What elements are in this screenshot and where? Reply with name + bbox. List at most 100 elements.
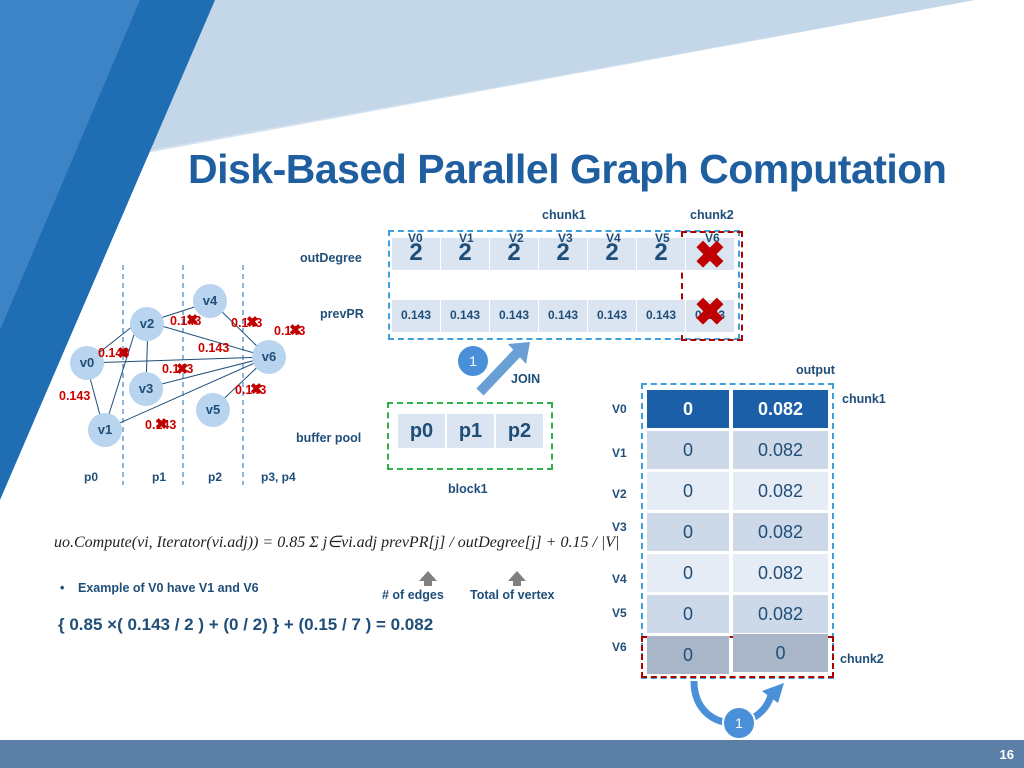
- prevpr-cell: 0.143: [588, 300, 637, 332]
- chunk2-label: chunk2: [690, 208, 734, 222]
- edge-weight-label: 0.143: [162, 362, 194, 376]
- calculation-text: { 0.85 ×( 0.143 / 2 ) + (0 / 2) } + (0.1…: [58, 615, 434, 634]
- output-cell: 0: [647, 431, 729, 469]
- output-vertex-label: V2: [612, 487, 627, 501]
- red-x-icon: ✖: [694, 235, 726, 277]
- outdegree-cell: 2: [539, 238, 588, 270]
- output-vertex-label: V4: [612, 572, 627, 586]
- up-arrow-stem: [513, 580, 521, 586]
- x-mark-icon: ✖: [289, 322, 302, 339]
- red-x-icon: ✖: [694, 292, 726, 334]
- up-arrow-icon: [419, 571, 437, 581]
- edge-weight-label: 0.143: [145, 418, 177, 432]
- x-mark-icon: ✖: [246, 314, 259, 331]
- x-mark-icon: ✖: [186, 312, 199, 329]
- edge-weight-label: 0.143: [170, 314, 202, 328]
- graph-node: v5: [196, 393, 230, 427]
- output-cell: 0.082: [733, 431, 828, 469]
- output-cell: 0.082: [733, 390, 828, 428]
- edges-annotation: # of edges: [382, 588, 444, 602]
- graph-node-label: v2: [139, 316, 155, 331]
- edge-weight-label: 0.143: [235, 383, 267, 397]
- buffer-page-label: p2: [507, 420, 532, 442]
- block-label: block1: [448, 482, 488, 496]
- graph-node: v2: [130, 307, 164, 341]
- output-vertex-label: V1: [612, 446, 627, 460]
- outdegree-cell: 2: [588, 238, 637, 270]
- x-mark-icon: ✖: [250, 381, 263, 398]
- output-cell: 0.082: [733, 472, 828, 510]
- prevpr-cell: 0.143: [441, 300, 490, 332]
- pagerank-formula: uo.Compute(vi, Iterator(vi.adj)) = 0.85 …: [54, 534, 620, 551]
- graph-node-label: v1: [97, 422, 113, 437]
- outdegree-cell: 2: [490, 238, 539, 270]
- buffer-page: p1: [447, 414, 494, 448]
- outdegree-cell: 2: [392, 238, 441, 270]
- buffer-page-label: p1: [458, 420, 483, 442]
- edge-weight-label: 0.143: [98, 346, 130, 360]
- edge-weight-label: 0.143: [198, 341, 230, 355]
- output-cell: 0: [647, 390, 729, 428]
- output-cell: 0: [647, 636, 729, 674]
- bullet-dot: •: [60, 581, 65, 595]
- graph-node-label: v3: [138, 381, 154, 396]
- buffer-pool-border: [387, 402, 553, 470]
- slide-title: Disk-Based Parallel Graph Computation: [188, 146, 947, 192]
- edge-weight-label: 0.143: [274, 324, 306, 338]
- prevpr-cell: 0.143: [490, 300, 539, 332]
- vertex-header-label: V5: [655, 231, 670, 245]
- step-1-badge: 1: [456, 344, 490, 378]
- output-chunk2-label: chunk2: [840, 652, 884, 666]
- example-bullet-text: Example of V0 have V1 and V6: [78, 581, 259, 595]
- output-label: output: [796, 363, 835, 377]
- output-cell: 0.082: [733, 554, 828, 592]
- output-cell: 0: [647, 513, 729, 551]
- output-vertex-label: V0: [612, 402, 627, 416]
- step-1-badge-bottom: 1: [722, 706, 756, 740]
- buffer-pool-label: buffer pool: [296, 431, 362, 445]
- edge-weight-label: 0.143: [231, 316, 263, 330]
- graph-node-label: v4: [202, 293, 218, 308]
- output-cell: 0: [647, 554, 729, 592]
- vertex-table-chunk2-border: [681, 231, 743, 341]
- prevpr-cell: 0.143: [637, 300, 686, 332]
- output-cell: 0.082: [733, 595, 828, 633]
- graph-node: v6: [252, 340, 286, 374]
- graph-node: v4: [193, 284, 227, 318]
- join-label: JOIN: [511, 372, 541, 386]
- output-vertex-label: V3: [612, 520, 627, 534]
- vertex-header-label: V3: [558, 231, 573, 245]
- output-vertex-label: V6: [612, 640, 627, 654]
- vertex-header-label: V1: [459, 231, 474, 245]
- vertex-header-label: V2: [509, 231, 524, 245]
- x-mark-icon: ✖: [117, 345, 130, 362]
- prevpr-row-label: prevPR: [320, 307, 364, 321]
- graph-node: v1: [88, 413, 122, 447]
- vertex-header-label: V0: [408, 231, 423, 245]
- footer-bar: [0, 740, 1024, 768]
- up-arrow-stem: [424, 580, 432, 586]
- buffer-page: p0: [398, 414, 445, 448]
- buffer-page: p2: [496, 414, 543, 448]
- graph-node-label: v0: [79, 355, 95, 370]
- x-mark-icon: ✖: [155, 416, 168, 433]
- x-mark-icon: ✖: [176, 361, 189, 378]
- vertex-header-label: V6: [705, 231, 720, 245]
- output-cell: 0: [647, 595, 729, 633]
- vertex-table-chunk1-border: [388, 230, 740, 340]
- edge-weight-label: 0.143: [59, 389, 91, 403]
- page-number: 16: [999, 747, 1014, 762]
- graph-node: v3: [129, 372, 163, 406]
- outdegree-row-label: outDegree: [300, 251, 362, 265]
- output-vertex-label: V5: [612, 606, 627, 620]
- vertex-header-label: V4: [606, 231, 621, 245]
- output-cell: 0: [733, 634, 828, 672]
- partition-label: p3, p4: [261, 470, 296, 484]
- outdegree-cell: 2: [637, 238, 686, 270]
- output-cell: 0: [647, 472, 729, 510]
- total-vertex-annotation: Total of vertex: [470, 588, 555, 602]
- chunk1-label: chunk1: [542, 208, 586, 222]
- output-chunk1-label: chunk1: [842, 392, 886, 406]
- up-arrow-icon: [508, 571, 526, 581]
